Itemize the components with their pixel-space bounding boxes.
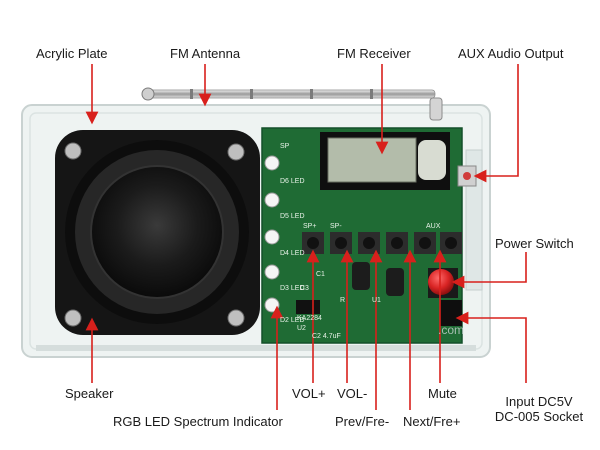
silk-led-d2: D2 LED: [280, 317, 305, 324]
label-power-switch: Power Switch: [495, 236, 574, 251]
label-rgb-led: RGB LED Spectrum Indicator: [113, 414, 283, 429]
silk-u2: U2: [297, 325, 306, 332]
silk-sp-plus: SP+: [303, 223, 316, 230]
label-input-dc-line2: DC-005 Socket: [494, 409, 584, 424]
silk-c3: C3: [300, 285, 309, 292]
silk-u1: U1: [372, 297, 381, 304]
label-input-dc-line1: Input DC5V: [505, 394, 573, 409]
tact-buttons: [302, 232, 462, 254]
silk-aux: AUX: [426, 223, 441, 230]
silk-led-d3: D3 LED: [280, 285, 305, 292]
silk-led-d5: D5 LED: [280, 213, 305, 220]
watermark: .com: [438, 323, 464, 337]
silk-sp-minus: SP-: [330, 223, 342, 230]
silk-c1: C1: [316, 271, 325, 278]
silk-r: R: [340, 297, 345, 304]
label-vol-minus: VOL-: [337, 386, 368, 401]
silk-led-d6: D6 LED: [280, 178, 305, 185]
label-speaker: Speaker: [65, 386, 114, 401]
label-vol-plus: VOL+: [292, 386, 326, 401]
label-fm-antenna: FM Antenna: [170, 46, 241, 61]
label-fm-receiver: FM Receiver: [337, 46, 411, 61]
label-prev-fre: Prev/Fre-: [335, 414, 390, 429]
silk-sp: SP: [280, 143, 290, 150]
label-input-dc: Input DC5V DC-005 Socket: [486, 394, 592, 424]
silk-chip: KA2284: [297, 315, 322, 322]
pcb-board: [261, 127, 477, 344]
label-aux-audio-output: AUX Audio Output: [458, 46, 564, 61]
label-next-fre: Next/Fre+: [403, 414, 461, 429]
label-mute: Mute: [428, 386, 457, 401]
speaker: [55, 130, 260, 335]
silk-led-d4: D4 LED: [280, 250, 305, 257]
silk-cap: C2 4.7uF: [312, 333, 341, 340]
annotation-pointers: [85, 64, 527, 410]
fm-antenna: [141, 87, 443, 121]
power-button: [428, 269, 454, 295]
label-acrylic-plate: Acrylic Plate: [36, 46, 108, 61]
